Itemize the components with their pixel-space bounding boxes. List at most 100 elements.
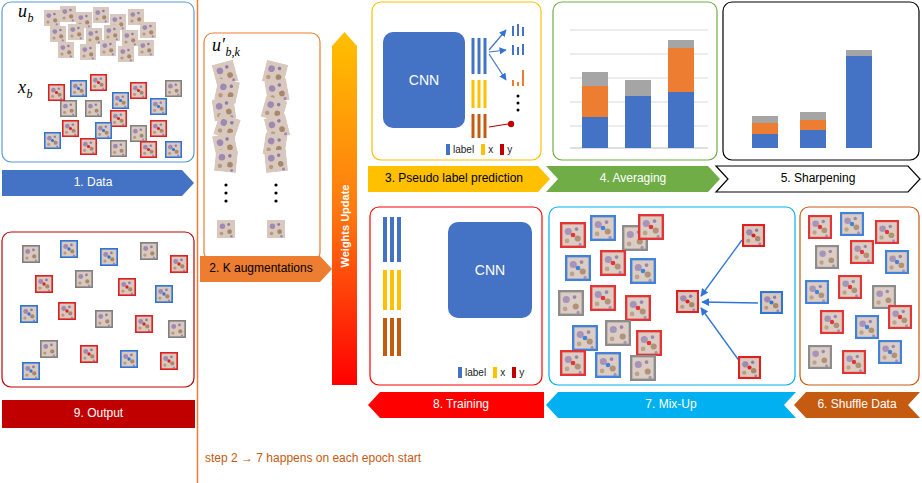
illustration-part-part bbox=[639, 215, 663, 239]
illustration-part-part bbox=[397, 270, 401, 310]
illustration-part bbox=[723, 2, 919, 160]
illustration-part bbox=[800, 120, 826, 130]
illustration-part-part bbox=[44, 10, 60, 26]
illustration-part-part bbox=[76, 271, 92, 287]
illustration-part-part bbox=[570, 30, 708, 31]
illustration-part-part bbox=[472, 114, 475, 138]
illustration-part bbox=[44, 6, 156, 62]
legend-text: x bbox=[500, 367, 505, 378]
cnn-box: CNN bbox=[383, 32, 465, 128]
illustration-part-part bbox=[61, 241, 77, 257]
illustration-part-part bbox=[166, 142, 181, 157]
illustration-part-part bbox=[111, 141, 126, 156]
illustration-part-part bbox=[121, 351, 137, 367]
illustration-part bbox=[582, 117, 608, 148]
illustration-part-part bbox=[49, 85, 64, 100]
legend-item: x bbox=[493, 367, 505, 378]
illustration-part-part bbox=[489, 30, 506, 50]
illustration-part-part bbox=[601, 251, 625, 275]
illustration-part-part bbox=[41, 341, 57, 357]
math-symbol: u′ bbox=[212, 36, 225, 56]
illustration-part-part bbox=[702, 302, 758, 303]
node-label: 6. Shuffle Data bbox=[817, 398, 896, 412]
illustration-part-part bbox=[522, 70, 524, 86]
step-banner-shape bbox=[794, 392, 920, 418]
step-banner-shape bbox=[716, 166, 920, 192]
step-banner-shape bbox=[2, 170, 194, 196]
illustration-part-part bbox=[489, 54, 506, 80]
illustration-part-part bbox=[156, 286, 172, 302]
step-banner: 8. Training bbox=[368, 392, 544, 418]
illustration-part-part bbox=[86, 101, 101, 116]
illustration-part-part bbox=[566, 256, 590, 280]
step-banner: 4. Averaging bbox=[546, 166, 720, 192]
step-banner: 1. Data bbox=[2, 170, 194, 196]
illustration-part bbox=[517, 109, 520, 112]
step-banner-shape bbox=[368, 392, 544, 418]
illustration-part-part bbox=[856, 316, 878, 338]
math-symbol: u bbox=[18, 2, 27, 22]
legend-item: x bbox=[481, 144, 493, 155]
illustration-part bbox=[21, 241, 187, 379]
illustration-part-part bbox=[851, 241, 873, 263]
illustration-part-part bbox=[522, 27, 524, 36]
node-label: 1. Data bbox=[74, 176, 113, 190]
illustration-part-part bbox=[484, 38, 487, 74]
illustration-part-part bbox=[224, 183, 227, 186]
illustration-part-part bbox=[591, 216, 615, 240]
illustration-part-part bbox=[821, 311, 843, 333]
step-banner: 5. Sharpening bbox=[716, 166, 920, 192]
label-holder: 5. Sharpening bbox=[730, 166, 906, 192]
node-label: 8. Training bbox=[433, 398, 489, 412]
illustration-part-part bbox=[101, 249, 117, 265]
illustration-part bbox=[473, 38, 485, 138]
illustration-part-part bbox=[81, 346, 97, 362]
update-arrow: Weights Update bbox=[332, 32, 357, 385]
illustration-part bbox=[549, 207, 795, 385]
illustration-part-part bbox=[841, 213, 863, 235]
step-banner: 7. Mix-Up bbox=[546, 392, 796, 418]
illustration-part-part bbox=[390, 318, 394, 356]
illustration-part-part bbox=[390, 217, 394, 262]
illustration-part-part bbox=[50, 26, 66, 42]
illustration-part-part bbox=[267, 220, 285, 238]
node-label: 9. Output bbox=[74, 407, 123, 421]
illustration-part-part bbox=[478, 114, 481, 138]
illustration-part bbox=[761, 292, 782, 313]
illustration-part bbox=[625, 96, 651, 148]
illustration-part bbox=[489, 30, 506, 80]
illustration-part-part bbox=[59, 303, 75, 319]
illustration-part-part bbox=[161, 353, 177, 369]
illustration-part-part bbox=[60, 6, 76, 22]
illustration-part-part bbox=[517, 82, 519, 86]
label-holder: CNN bbox=[454, 222, 526, 318]
illustration-part-part bbox=[171, 256, 187, 272]
illustration-part-part bbox=[397, 217, 401, 262]
illustration-part bbox=[513, 24, 523, 86]
illustration-part-part bbox=[96, 123, 111, 138]
illustration-part-part bbox=[397, 318, 401, 356]
illustration-part-part bbox=[701, 240, 742, 296]
illustration-part bbox=[625, 80, 651, 96]
illustration-part-part bbox=[45, 133, 60, 148]
illustration-part bbox=[582, 86, 608, 117]
step-banner: 6. Shuffle Data bbox=[794, 392, 920, 418]
illustration-part-part bbox=[591, 286, 615, 310]
illustration-part bbox=[559, 215, 663, 380]
illustration-part-part bbox=[58, 42, 74, 58]
illustration-part-part bbox=[701, 308, 740, 362]
illustration-part-part bbox=[839, 276, 861, 298]
illustration-part-part bbox=[63, 121, 78, 136]
illustration-part bbox=[508, 121, 514, 127]
illustration-part-part bbox=[36, 276, 52, 292]
legend-swatch bbox=[500, 144, 504, 155]
illustration-part-part bbox=[472, 80, 475, 108]
node-label: 2. K augmentations bbox=[209, 262, 312, 276]
label-holder: 7. Mix-Up bbox=[560, 392, 782, 418]
illustration-part bbox=[800, 130, 826, 148]
illustration-part bbox=[372, 2, 541, 160]
illustration-part-part bbox=[631, 356, 655, 380]
illustration-part-part bbox=[224, 191, 227, 194]
step-banner-shape bbox=[546, 392, 796, 418]
illustration-part-part bbox=[383, 270, 387, 310]
